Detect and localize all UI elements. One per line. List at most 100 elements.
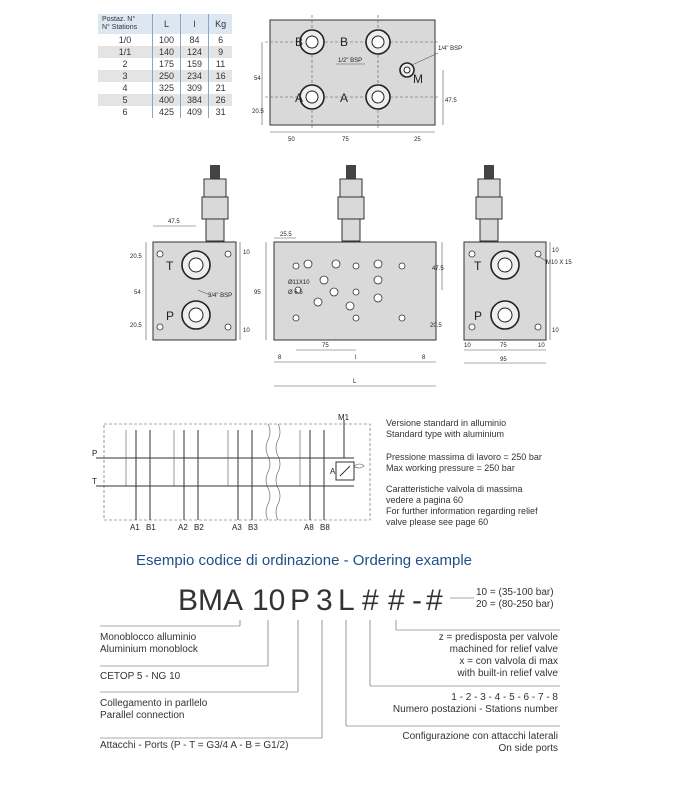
valve-knob: [346, 165, 356, 179]
front-view-drawing: Ø11X10 Ø 6.5 25.5 95 47.5 20.5 75 8 l 8 …: [254, 165, 444, 387]
header-L: L: [151, 14, 181, 34]
leader-line: [411, 52, 439, 66]
station-lines: [125, 430, 325, 520]
mount-hole: [468, 323, 476, 331]
relief-spring: [353, 463, 365, 469]
cell-kg: 21: [208, 82, 233, 94]
cell-l: 124: [180, 46, 209, 58]
relief-3: For further information regarding relief: [386, 506, 538, 516]
leader-line: [197, 289, 211, 296]
dim-47-5: 47.5: [432, 266, 444, 272]
dim-47-5: 47.5: [445, 98, 457, 104]
stations-list: 1 - 2 - 3 - 4 - 5 - 6 - 7 - 8: [451, 692, 558, 703]
port-t-label: T: [474, 259, 482, 273]
cell-stations: 1/1: [98, 46, 153, 58]
cell-kg: 9: [208, 46, 233, 58]
side-it: Configurazione con attacchi laterali: [402, 731, 558, 742]
code-hash-1: #: [362, 584, 379, 617]
mount-hole: [352, 262, 360, 270]
dim-8-left: 8: [278, 355, 282, 361]
port-a1-inner: [305, 90, 319, 104]
dim-25-5: 25.5: [280, 232, 292, 238]
cell-L: 250: [151, 70, 181, 82]
std-it: Versione standard in alluminio: [386, 418, 507, 428]
option-z-text: z = predisposta per valvole machined for…: [439, 632, 558, 680]
port-hole: [329, 287, 339, 297]
mount-hole: [398, 262, 406, 270]
code-dash: -: [412, 584, 422, 617]
dim-10-bot: 10: [243, 328, 250, 334]
header-stations-line2: N° Stations: [102, 24, 138, 31]
table-row: 5 400 384 26: [98, 94, 233, 106]
m1-label: M1: [338, 413, 350, 422]
port-label: A8: [304, 523, 314, 532]
table-row: 3 250 234 16: [98, 70, 233, 82]
stations-label: Numero postazioni - Stations number: [392, 704, 558, 715]
schematic-frame: [103, 423, 371, 521]
dim-l: l: [355, 355, 356, 361]
cell-stations: 3: [98, 70, 153, 82]
dim-54: 54: [254, 76, 261, 82]
port-b-label-left: B: [295, 35, 303, 49]
dim-25: 25: [414, 137, 421, 143]
z-2: machined for relief valve: [449, 644, 558, 655]
header-l: l: [180, 14, 209, 34]
mount-hole: [294, 286, 302, 294]
valve-knob: [484, 165, 494, 179]
cell-kg: 11: [208, 58, 233, 70]
port-label: B1: [146, 523, 156, 532]
dim-20-5-top: 20.5: [130, 254, 142, 260]
port-hole: [331, 259, 341, 269]
port-b2-inner: [371, 35, 385, 49]
side-en: On side ports: [498, 743, 558, 754]
valve-stem: [341, 218, 361, 242]
code-10: 10: [252, 584, 286, 617]
left-side-view: T P 3/4" BSP 47.5 20.5 54 20.5 10 10: [130, 165, 250, 341]
pressure-option-2: 20 = (80-250 bar): [476, 599, 554, 610]
port-p-inner: [497, 307, 513, 323]
dim-L: L: [353, 379, 357, 385]
port-label: B3: [248, 523, 258, 532]
cell-L: 325: [151, 82, 181, 94]
valve-knob: [210, 165, 220, 179]
mount-hole: [156, 323, 164, 331]
hole-spec-label-2: Ø 6.5: [288, 290, 303, 296]
cell-kg: 26: [208, 94, 233, 106]
cell-stations: 6: [122, 107, 128, 117]
cell-kg: 6: [208, 34, 233, 46]
dim-20-5-bot: 20.5: [130, 323, 142, 329]
mount-hole: [292, 262, 300, 270]
valve-head: [477, 178, 501, 198]
hole-spec-label: Ø11X10: [288, 280, 310, 286]
dim-47-5: 47.5: [168, 219, 180, 225]
cetop-text: CETOP 5 - NG 10: [100, 671, 181, 682]
dim-10-top: 10: [243, 250, 250, 256]
dim-10-right: 10: [538, 343, 545, 349]
dim-10-top: 10: [552, 248, 559, 254]
par-it: Collegamento in parllelo: [100, 698, 208, 709]
port-hole: [345, 301, 355, 311]
mount-hole: [534, 323, 542, 331]
ports-text: Attacchi - Ports (P - T = G3/4 A - B = G…: [100, 740, 289, 751]
thread-label: M10 X 15: [546, 260, 572, 266]
std-en: Standard type with aluminium: [386, 429, 505, 439]
dim-75: 75: [322, 343, 329, 349]
cell-l: 309: [180, 82, 209, 94]
right-side-view: T P M10 X 15 10 10 10 75 10 95: [463, 165, 572, 364]
port-p-label: P: [474, 309, 482, 323]
press-en: Max working pressure = 250 bar: [386, 463, 515, 473]
port-label: B8: [320, 523, 330, 532]
z-1: z = predisposta per valvole: [438, 632, 558, 643]
port-hole: [319, 275, 329, 285]
table-row: 6 425 409 31: [98, 106, 233, 118]
valve-body: [475, 196, 503, 220]
pressure-text: Pressione massima di lavoro = 250 bar Ma…: [386, 452, 542, 474]
port-m-label: M: [413, 72, 423, 86]
dim-75: 75: [500, 343, 507, 349]
ordering-connector-lines: [100, 597, 560, 739]
port-p-label: P: [166, 309, 174, 323]
port-a2-inner: [371, 90, 385, 104]
mount-hole: [292, 314, 300, 322]
leader-line: [537, 255, 547, 262]
bsp-label: 3/4" BSP: [208, 293, 232, 299]
